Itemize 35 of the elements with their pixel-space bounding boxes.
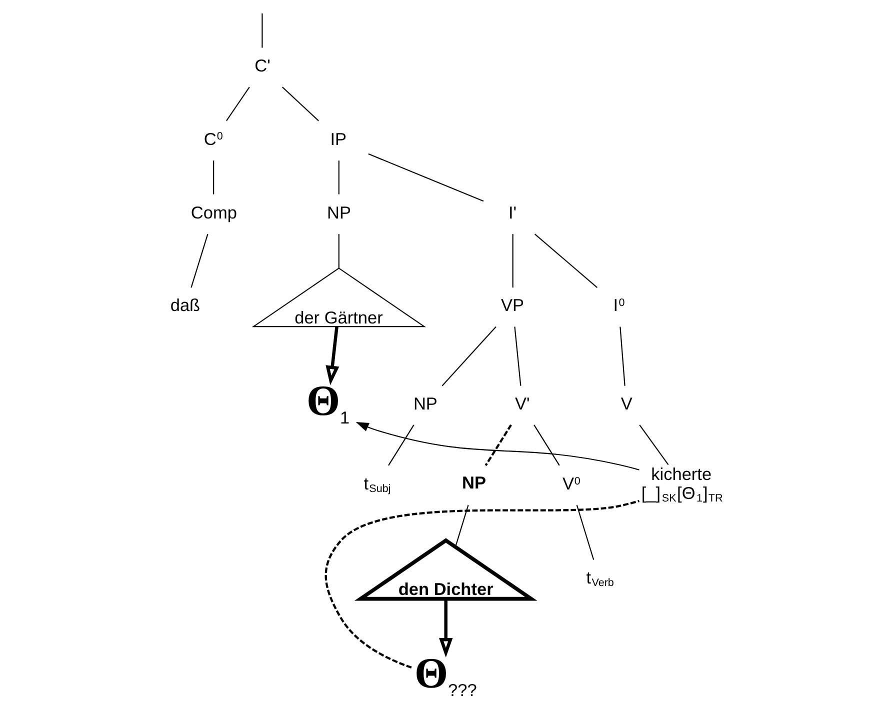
node-text: I' [508,202,517,222]
connector [368,153,484,202]
connector [282,86,319,122]
connector [442,326,496,386]
connector [484,424,512,466]
connector [534,424,560,466]
connector [620,326,626,386]
node-text: daß [170,295,200,316]
connector [338,160,340,194]
node-text: NP [327,202,352,222]
connector [324,500,640,669]
node-text: NP [462,472,486,492]
connector [514,326,522,386]
arrow [356,422,640,470]
arrow [439,598,453,658]
node-text: VP [500,295,524,316]
connector [388,424,414,466]
node-text: V' [515,394,530,414]
node-text: V [620,394,632,414]
connector [262,13,263,48]
connector [338,234,340,268]
connector [534,234,598,288]
node-text: NP [413,394,438,414]
connector [455,504,469,547]
node-text: IP [330,128,347,149]
connector [512,234,514,288]
arrow [326,326,340,386]
node-text: Θ??? [414,649,477,700]
connector [226,86,250,122]
connector [213,160,214,194]
connector [190,234,208,288]
connector [639,424,669,465]
node-text: C' [254,55,270,76]
node-text: Comp [190,202,237,222]
connector [576,504,594,560]
